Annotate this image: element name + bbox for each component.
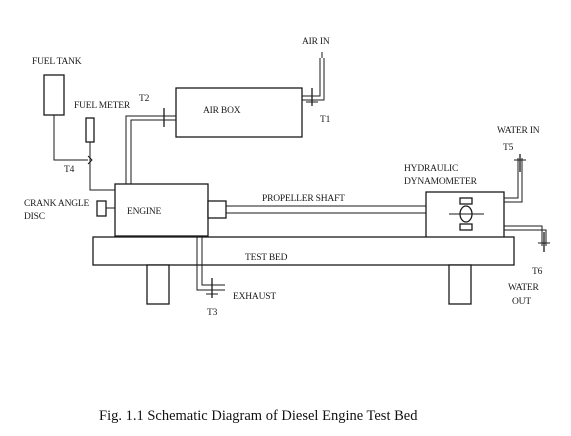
t5-label: T5 — [503, 143, 514, 153]
crank-angle-disc — [96, 200, 107, 217]
fuel-line-meter-t4 — [87, 155, 93, 165]
air-box-label: AIR BOX — [203, 106, 241, 116]
air-in-label: AIR IN — [302, 37, 330, 47]
fuel-meter-box — [85, 117, 95, 143]
air-in-pipe-inner — [302, 58, 325, 101]
air-in-pipe — [302, 58, 321, 97]
crank-angle-label-2: DISC — [24, 212, 45, 222]
fuel-line-meter — [89, 142, 115, 191]
t4-label: T4 — [64, 165, 75, 175]
t2-label: T2 — [139, 94, 150, 104]
exhaust-pipe — [196, 236, 225, 291]
engine-coupling — [207, 200, 227, 219]
exhaust-label: EXHAUST — [233, 292, 276, 302]
air-pipe-outer — [125, 115, 176, 184]
fuel-tank-box — [43, 74, 65, 116]
fuel-line-tank — [53, 115, 88, 161]
test-bed — [92, 236, 515, 266]
water-out-label-1: WATER — [508, 283, 540, 293]
t6-label: T6 — [532, 267, 543, 277]
air-pipe-inner — [130, 119, 176, 184]
test-bed-leg-left — [146, 264, 170, 305]
figure-caption: Fig. 1.1 Schematic Diagram of Diesel Eng… — [99, 408, 418, 424]
water-in-label: WATER IN — [497, 126, 540, 136]
dynamometer-label-1: HYDRAULIC — [404, 164, 458, 174]
fuel-tank-label: FUEL TANK — [32, 57, 82, 67]
water-out-pipe — [504, 225, 543, 246]
exhaust-pipe-inner — [201, 236, 225, 286]
t1-label: T1 — [320, 115, 331, 125]
dynamometer-rotor-bottom — [459, 223, 473, 231]
air-box — [175, 87, 303, 138]
dynamometer-rotor-top — [459, 197, 473, 205]
water-in-pipe — [504, 158, 519, 199]
test-bed-label: TEST BED — [245, 253, 288, 263]
water-in-pipe-inner — [504, 158, 523, 203]
dynamometer-label-2: DYNAMOMETER — [404, 177, 478, 187]
t3-label: T3 — [207, 308, 218, 318]
water-out-pipe-inner — [504, 229, 547, 246]
fuel-meter-label: FUEL METER — [74, 101, 131, 111]
engine-box — [114, 183, 209, 237]
water-out-label-2: OUT — [512, 297, 531, 307]
propeller-shaft-label: PROPELLER SHAFT — [262, 194, 345, 204]
test-bed-leg-right — [448, 264, 472, 305]
crank-angle-label-1: CRANK ANGLE — [24, 199, 89, 209]
engine-label: ENGINE — [127, 207, 162, 217]
